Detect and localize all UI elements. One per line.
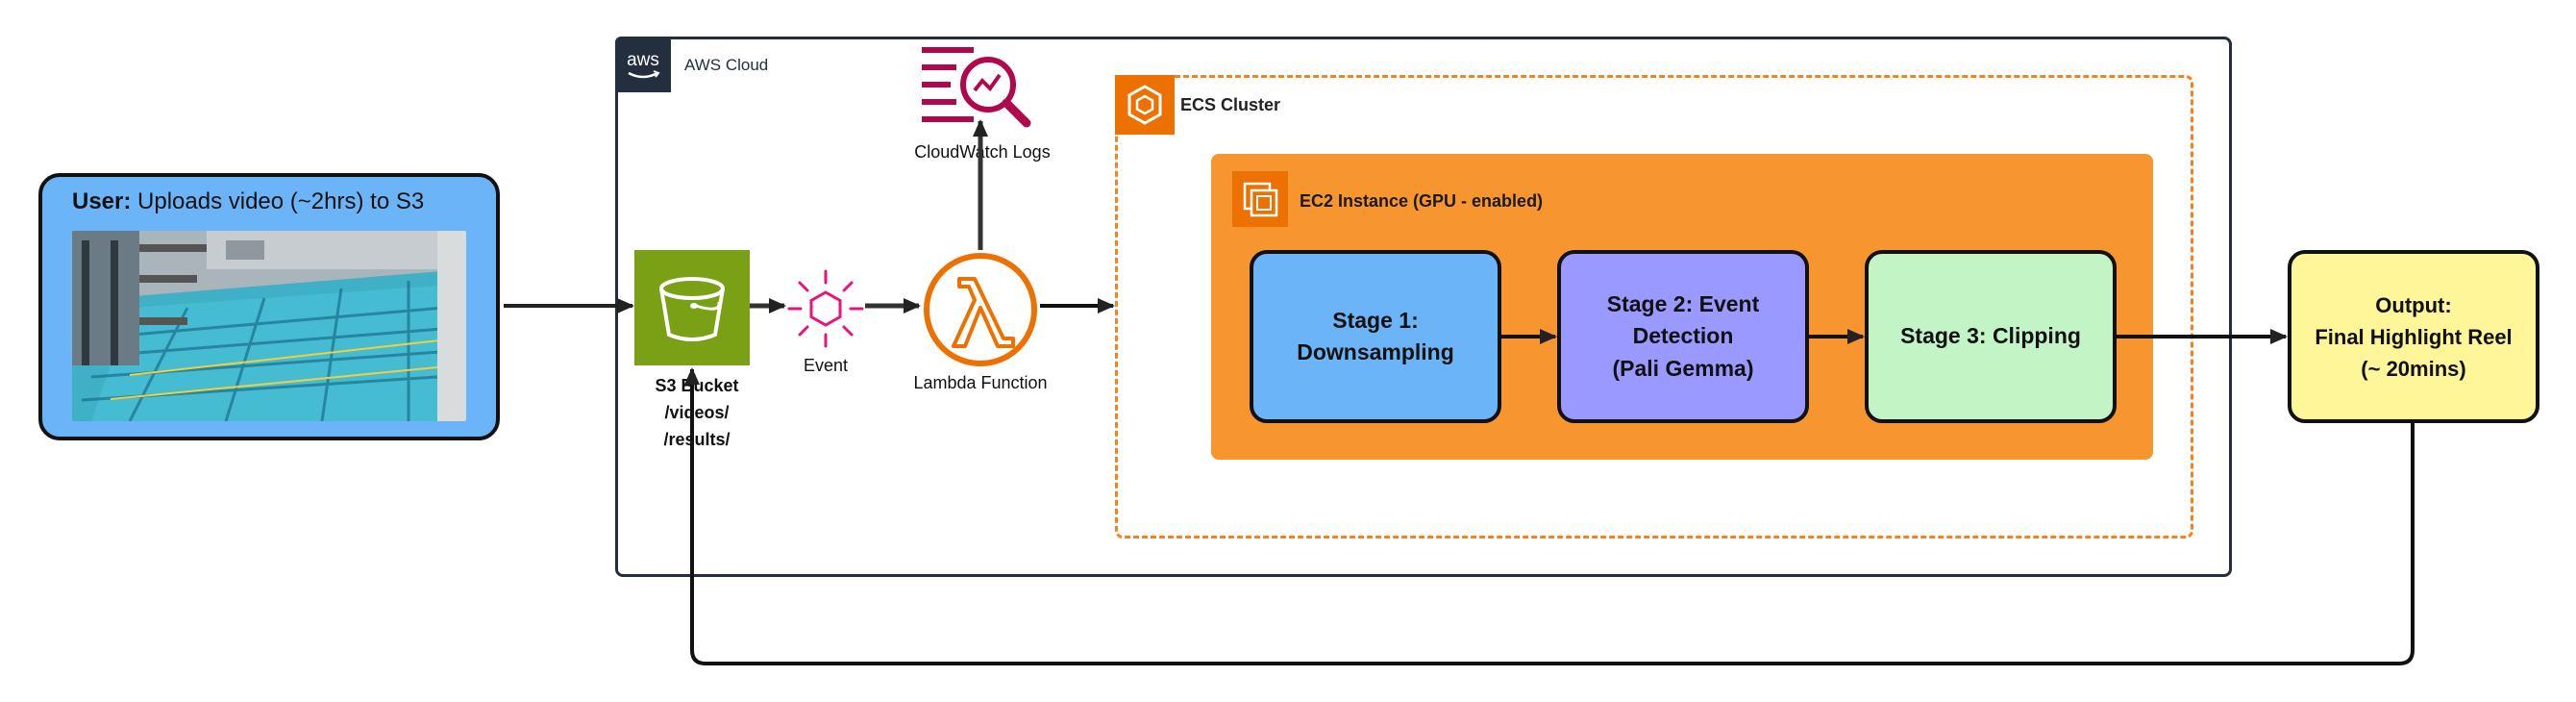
output-box bbox=[2288, 250, 2539, 423]
lambda-icon bbox=[921, 250, 1040, 369]
lambda-function-label: Lambda Function bbox=[913, 373, 1048, 392]
ec2-instance-label: EC2 Instance (GPU - enabled) bbox=[1300, 191, 1544, 211]
user-label: User: Uploads video (~2hrs) to S3 bbox=[72, 188, 424, 215]
output-label: Output: Final Highlight Reel (~ 20mins) bbox=[2315, 292, 2513, 381]
user-label-text: Uploads video (~2hrs) to S3 bbox=[131, 188, 425, 214]
s3-bucket-icon bbox=[634, 250, 750, 365]
video-thumbnail bbox=[72, 231, 466, 421]
event-icon bbox=[784, 267, 867, 350]
arrow-output-to-s3-results bbox=[684, 367, 2415, 665]
ecs-icon bbox=[1115, 75, 1175, 135]
aws-logo-icon: aws bbox=[615, 37, 671, 92]
aws-cloud-label: AWS Cloud bbox=[684, 56, 769, 74]
svg-text:aws: aws bbox=[627, 50, 659, 70]
ecs-cluster-group bbox=[1115, 75, 2193, 539]
stage-2-box: Stage 2: Event Detection (Pali Gemma) bbox=[1557, 250, 1809, 423]
stage-3-box: Stage 3: Clipping bbox=[1865, 250, 2117, 423]
ecs-cluster-label: ECS Cluster bbox=[1180, 95, 1281, 114]
ec2-icon bbox=[1232, 171, 1288, 227]
user-label-bold: User: bbox=[72, 188, 132, 214]
cloudwatch-logs-icon bbox=[921, 42, 1042, 138]
event-label: Event bbox=[803, 356, 849, 375]
stage-1-box: Stage 1: Downsampling bbox=[1250, 250, 1501, 423]
